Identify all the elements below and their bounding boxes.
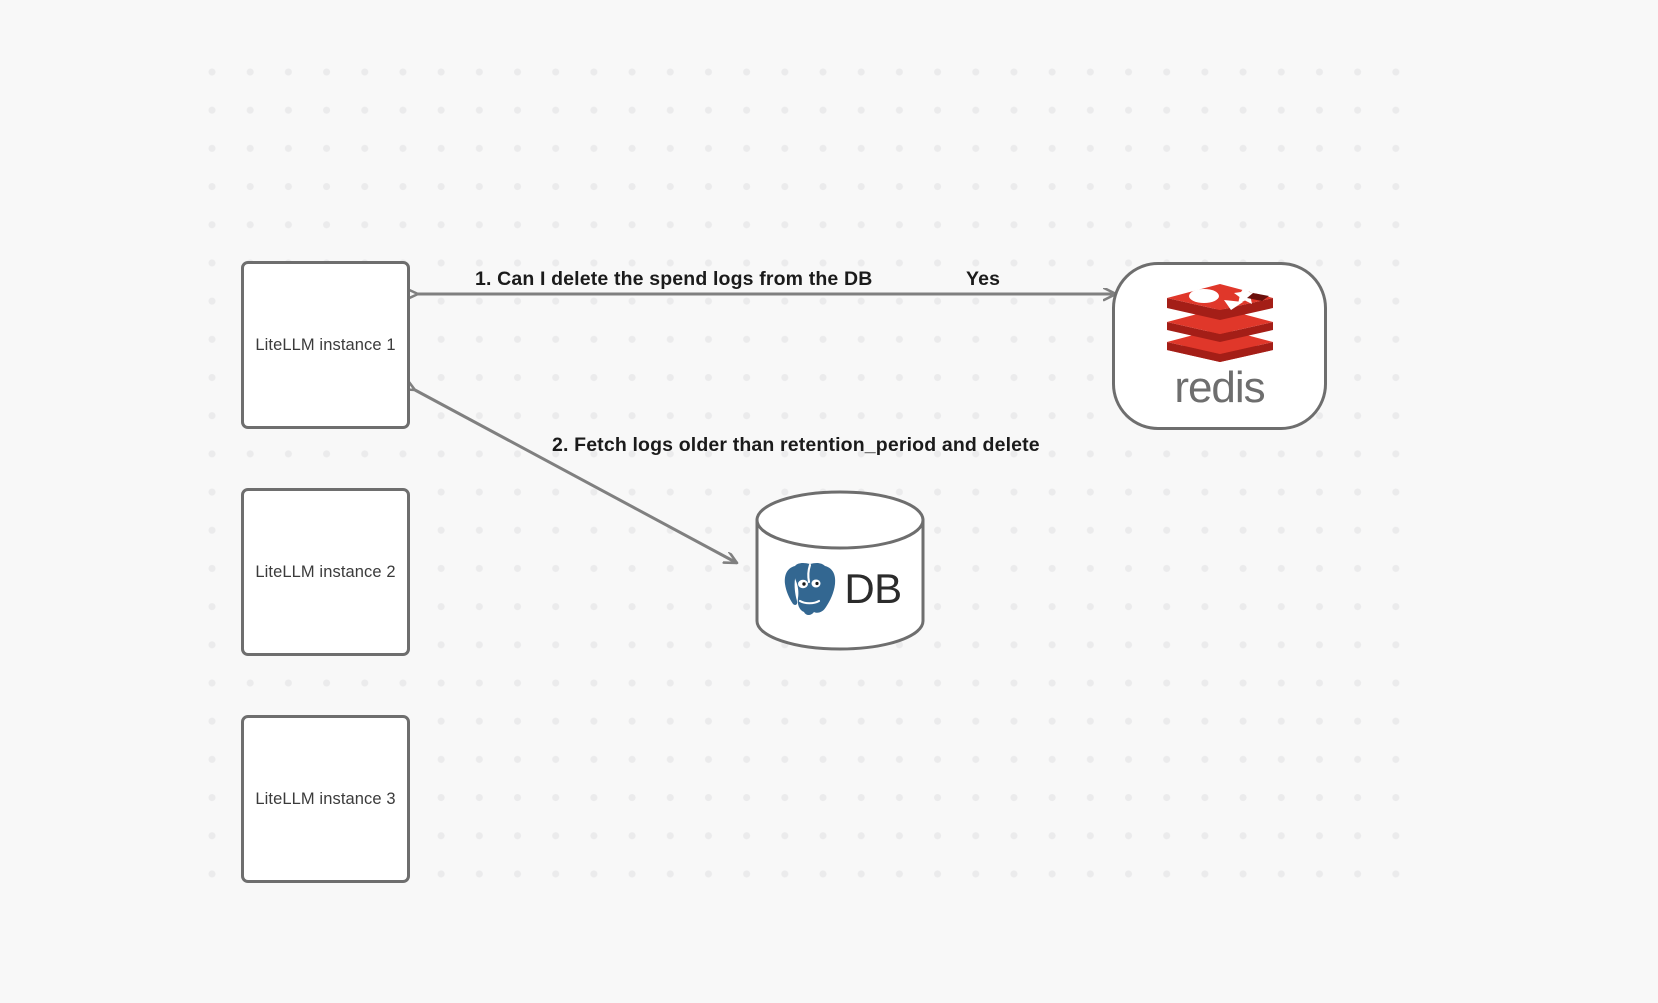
redis-stack-icon: [1166, 284, 1273, 362]
node-database[interactable]: DB: [754, 489, 926, 652]
node-label: LiteLLM instance 2: [255, 562, 396, 581]
postgresql-elephant-icon: [781, 559, 839, 618]
node-label: LiteLLM instance 1: [255, 335, 396, 354]
node-label: LiteLLM instance 3: [255, 789, 396, 808]
node-litellm-instance-3[interactable]: LiteLLM instance 3: [241, 715, 410, 883]
edge-label-step-2: 2. Fetch logs older than retention_perio…: [552, 434, 1040, 456]
redis-wordmark: redis: [1174, 363, 1265, 412]
edge-label-yes: Yes: [966, 268, 1001, 290]
redis-logo: redis: [1161, 284, 1279, 410]
edge-label-step-1: 1. Can I delete the spend logs from the …: [475, 268, 873, 290]
cylinder-shape: [755, 490, 925, 651]
edge-instance1-db: [415, 390, 737, 565]
node-litellm-instance-2[interactable]: LiteLLM instance 2: [241, 488, 410, 656]
db-label: DB: [844, 564, 902, 612]
node-litellm-instance-1[interactable]: LiteLLM instance 1: [241, 261, 410, 429]
node-redis[interactable]: redis: [1112, 262, 1327, 430]
